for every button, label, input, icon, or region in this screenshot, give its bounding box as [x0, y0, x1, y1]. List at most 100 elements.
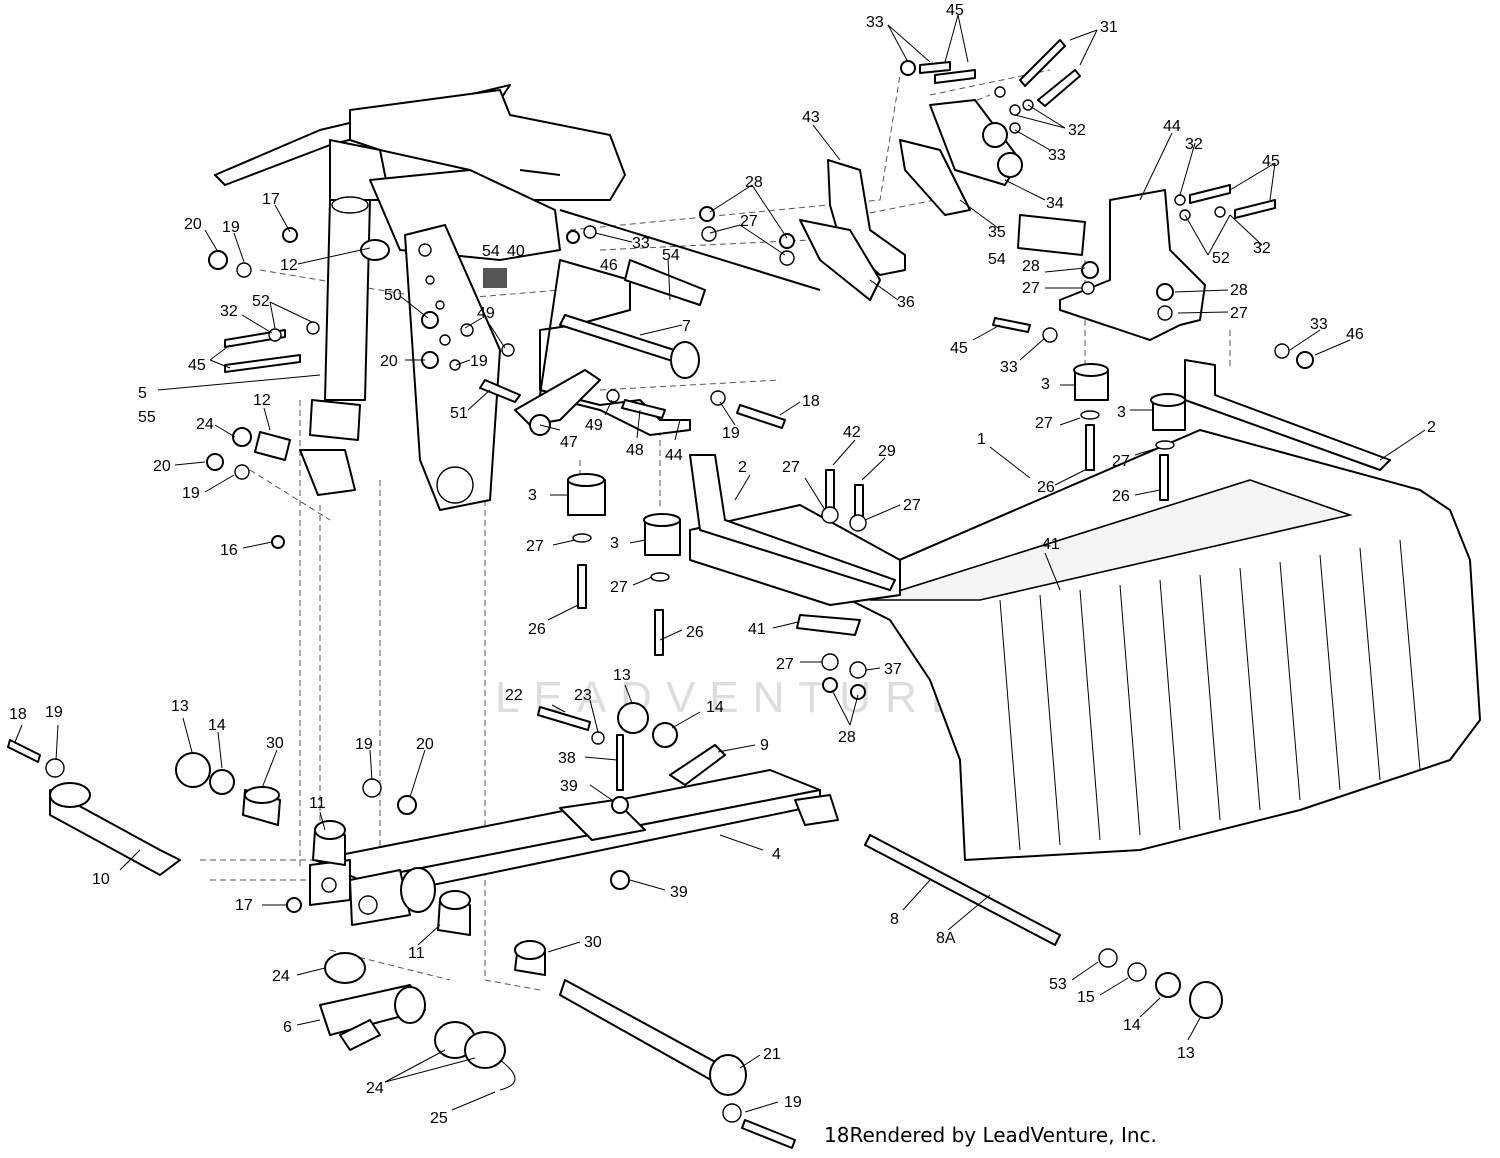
callout-labels: 33 45 31 43 32 33 44 32 45 34 35 36 28 2… [9, 2, 1436, 1127]
callout-45: 45 [946, 2, 964, 19]
callout-17: 17 [235, 897, 253, 914]
callout-18: 18 [9, 706, 27, 723]
callout-46: 46 [1346, 326, 1364, 343]
callout-27: 27 [740, 213, 758, 230]
callout-13: 13 [171, 698, 189, 715]
callout-49: 49 [585, 417, 603, 434]
callout-29: 29 [878, 443, 896, 460]
callout-12: 12 [253, 392, 271, 409]
callout-30: 30 [266, 735, 284, 752]
callout-42: 42 [843, 424, 861, 441]
credit-text: Rendered by LeadVenture, Inc. [849, 1123, 1157, 1147]
callout-3: 3 [1117, 404, 1126, 421]
callout-19: 19 [722, 425, 740, 442]
callout-15: 15 [1077, 989, 1095, 1006]
callout-10: 10 [92, 871, 110, 888]
callout-18: 18 [802, 393, 820, 410]
callout-43: 43 [802, 109, 820, 126]
callout-34: 34 [1046, 195, 1064, 212]
callout-50: 50 [384, 287, 402, 304]
callout-24: 24 [272, 968, 290, 985]
callout-49: 49 [477, 305, 495, 322]
callout-24: 24 [196, 416, 214, 433]
callout-32: 32 [1185, 136, 1203, 153]
callout-39: 39 [560, 778, 578, 795]
callout-32: 32 [1068, 122, 1086, 139]
callout-2: 2 [1427, 419, 1436, 436]
callout-27: 27 [903, 497, 921, 514]
callout-12: 12 [280, 257, 298, 274]
callout-38: 38 [558, 750, 576, 767]
callout-45: 45 [950, 340, 968, 357]
callout-27: 27 [610, 579, 628, 596]
callout-45: 45 [188, 357, 206, 374]
callout-6: 6 [283, 1019, 292, 1036]
deflector-blade [689, 429, 1481, 861]
callout-55: 55 [138, 409, 156, 426]
callout-39: 39 [670, 884, 688, 901]
callout-20: 20 [153, 458, 171, 475]
callout-8A: 8A [936, 930, 956, 947]
callout-3: 3 [610, 535, 619, 552]
callout-32: 32 [1253, 240, 1271, 257]
callout-20: 20 [416, 736, 434, 753]
callout-44: 44 [665, 447, 683, 464]
callout-26: 26 [1112, 488, 1130, 505]
credit-line: 18Rendered by LeadVenture, Inc. [824, 1123, 1157, 1147]
callout-54: 54 [662, 247, 680, 264]
callout-33: 33 [1000, 359, 1018, 376]
callout-53: 53 [1049, 976, 1067, 993]
callout-19: 19 [355, 736, 373, 753]
callout-27: 27 [526, 538, 544, 555]
callout-24: 24 [366, 1080, 384, 1097]
callout-11: 11 [309, 795, 326, 812]
callout-27: 27 [1022, 280, 1040, 297]
callout-47: 47 [560, 434, 578, 451]
callout-46: 46 [600, 257, 618, 274]
callout-45: 45 [1262, 153, 1280, 170]
callout-41: 41 [1042, 536, 1060, 553]
callout-26: 26 [686, 624, 704, 641]
callout-27: 27 [782, 459, 800, 476]
callout-2: 2 [738, 459, 747, 476]
callout-33: 33 [1310, 316, 1328, 333]
callout-7: 7 [682, 318, 691, 335]
callout-52: 52 [1212, 250, 1230, 267]
callout-37: 37 [884, 661, 902, 678]
credit-callout-number: 18 [824, 1123, 850, 1147]
callout-3: 3 [1041, 376, 1050, 393]
callout-52: 52 [252, 293, 270, 310]
callout-27: 27 [776, 656, 794, 673]
callout-13: 13 [613, 667, 631, 684]
callout-19: 19 [182, 485, 200, 502]
spacer-assemblies [567, 363, 1186, 656]
hardware [206, 39, 1314, 700]
callout-27: 27 [1112, 453, 1130, 470]
callout-28: 28 [838, 729, 856, 746]
leader-lines [14, 14, 1426, 1113]
callout-40: 40 [507, 243, 525, 260]
lift-cylinder [299, 196, 390, 496]
callout-35: 35 [988, 224, 1006, 241]
callout-3: 3 [528, 487, 537, 504]
callout-1: 1 [977, 431, 986, 448]
callout-54: 54 [988, 251, 1006, 268]
callout-48: 48 [626, 442, 644, 459]
callout-36: 36 [897, 294, 915, 311]
callout-33: 33 [1048, 147, 1066, 164]
callout-54: 54 [482, 243, 500, 260]
lower-linkage [7, 702, 1223, 1149]
callout-33: 33 [632, 235, 650, 252]
watermark-text: LEADVENTURE [495, 673, 974, 722]
callout-14: 14 [706, 699, 724, 716]
callout-28: 28 [1230, 282, 1248, 299]
callout-13: 13 [1177, 1045, 1195, 1062]
callout-22: 22 [505, 687, 523, 704]
callout-30: 30 [584, 934, 602, 951]
decal-icon [483, 268, 507, 288]
callout-19: 19 [784, 1094, 802, 1111]
callout-32: 32 [220, 303, 238, 320]
callout-20: 20 [380, 353, 398, 370]
callout-41: 41 [748, 621, 766, 638]
